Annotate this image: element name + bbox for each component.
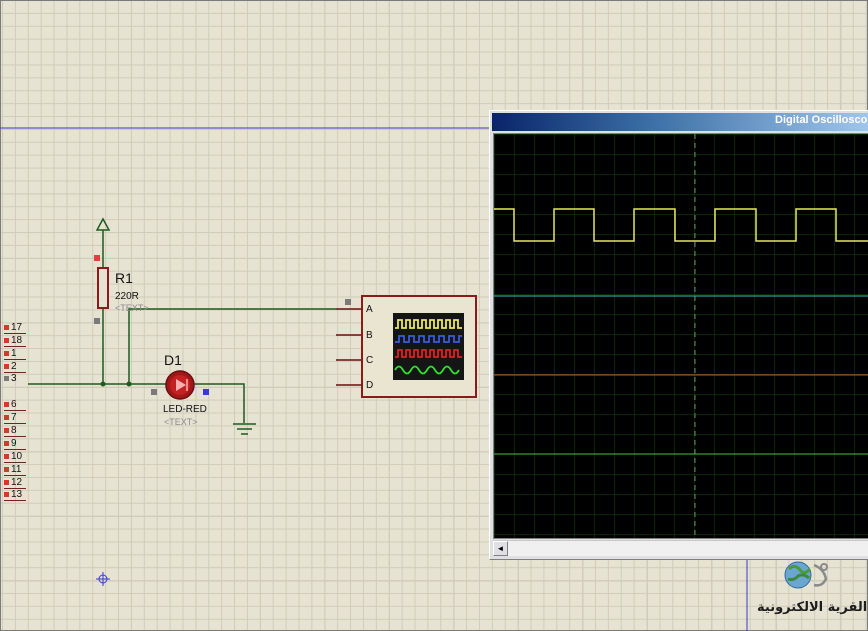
icon-trace-d	[394, 365, 460, 375]
pin-marker-r1-bottom	[94, 318, 100, 324]
led-text-tag: <TEXT>	[164, 417, 198, 427]
pin-marker	[4, 351, 9, 356]
pin-number: 12	[11, 477, 23, 488]
cursor-crosshair-icon	[96, 572, 110, 586]
pin-marker	[4, 415, 9, 420]
pin-line	[4, 462, 26, 463]
pin-marker	[4, 480, 9, 485]
junction-2	[126, 381, 132, 387]
pin-marker	[4, 376, 9, 381]
icon-trace-c	[395, 349, 462, 358]
led-ref-label: D1	[164, 352, 182, 368]
led-value-label: LED-RED	[163, 404, 207, 415]
pin-number: 3	[11, 373, 17, 384]
junction-1	[100, 381, 106, 387]
pin-line	[4, 488, 26, 489]
scope-input-label-c: C	[366, 355, 374, 366]
pin-marker	[4, 325, 9, 330]
power-terminal[interactable]	[95, 217, 111, 268]
pin-marker	[4, 492, 9, 497]
oscilloscope-title: Digital Oscilloscope	[775, 114, 868, 126]
pin-marker-scope-a	[345, 299, 351, 305]
pin-marker	[4, 338, 9, 343]
pin-line	[4, 333, 26, 334]
pin-marker-r1-top	[94, 255, 100, 261]
pin-marker	[4, 441, 9, 446]
pin-number: 1	[11, 348, 17, 359]
pin-number: 11	[11, 464, 22, 475]
wire-to-ground	[194, 383, 245, 423]
pin-number: 17	[11, 322, 23, 333]
scope-input-label-d: D	[366, 380, 374, 391]
oscilloscope-window[interactable]: Digital Oscilloscope ◄	[489, 110, 868, 560]
oscilloscope-traces	[494, 134, 868, 538]
watermark-text: القرية الالكترونية	[757, 600, 868, 615]
pin-marker	[4, 454, 9, 459]
scope-input-label-b: B	[366, 330, 373, 341]
pin-number: 9	[11, 438, 17, 449]
pin-line	[4, 359, 26, 360]
pin-number: 2	[11, 361, 17, 372]
pin-line	[4, 372, 26, 373]
pin-marker	[4, 467, 9, 472]
icon-trace-a	[395, 319, 462, 329]
pin-line	[4, 475, 26, 476]
pin-line	[4, 449, 26, 450]
trace-a-squarewave	[494, 208, 868, 242]
pin-number: 7	[11, 412, 17, 423]
pin-marker-led-left	[151, 389, 157, 395]
resistor-ref-label: R1	[115, 270, 133, 286]
pin-number: 13	[11, 489, 23, 500]
icon-trace-b	[395, 335, 462, 343]
pin-marker	[4, 364, 9, 369]
watermark-logo-icon	[784, 561, 828, 589]
oscilloscope-horizontal-scrollbar[interactable]: ◄	[493, 540, 868, 556]
led-d1[interactable]	[165, 370, 195, 400]
wire-to-input-a	[128, 308, 336, 384]
oscilloscope-display	[493, 133, 868, 539]
pin-number: 6	[11, 399, 17, 410]
pin-number: 8	[11, 425, 17, 436]
pin-marker	[4, 428, 9, 433]
oscilloscope-titlebar[interactable]: Digital Oscilloscope	[492, 113, 868, 131]
pin-marker	[4, 402, 9, 407]
resistor-text-tag: <TEXT>	[115, 303, 149, 313]
pin-line	[4, 436, 26, 437]
resistor-value-label: 220R	[115, 291, 139, 302]
pin-line	[4, 500, 26, 501]
pin-line	[4, 410, 26, 411]
pin-number: 10	[11, 451, 23, 462]
pin-line	[4, 423, 26, 424]
ground-symbol[interactable]	[233, 423, 256, 435]
pin-marker-led-right	[203, 389, 209, 395]
scope-input-label-a: A	[366, 304, 373, 315]
scroll-left-button[interactable]: ◄	[493, 541, 508, 556]
pin-number: 18	[11, 335, 23, 346]
oscilloscope-component[interactable]	[361, 295, 477, 398]
resistor-r1[interactable]	[97, 267, 109, 384]
pin-line	[4, 346, 26, 347]
